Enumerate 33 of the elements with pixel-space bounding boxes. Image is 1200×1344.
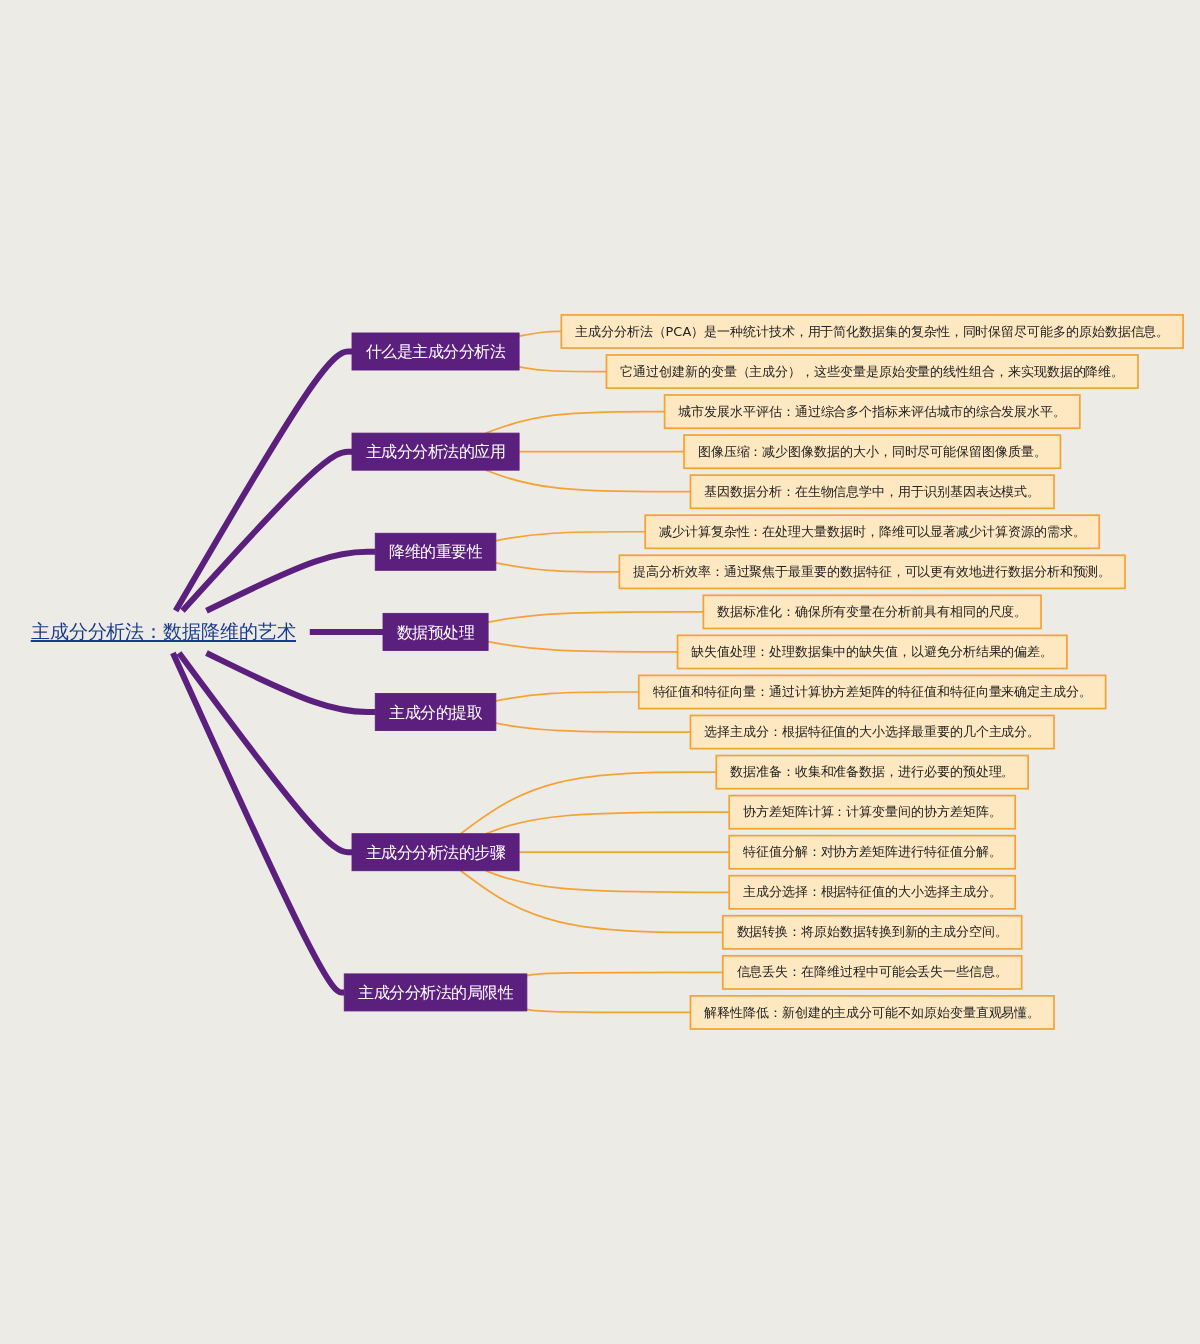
node-box: 特征值和特征向量：通过计算协方差矩阵的特征值和特征向量来确定主成分。 bbox=[637, 674, 1107, 710]
node-box: 数据标准化：确保所有变量在分析前具有相同的尺度。 bbox=[702, 594, 1042, 630]
node-box: 主成分分析法的步骤 bbox=[351, 833, 520, 872]
connector bbox=[180, 448, 352, 613]
node-text: 主成分分析法：数据降维的艺术 bbox=[30, 621, 296, 643]
node-box: 它通过创建新的变量（主成分），这些变量是原始变量的线性组合，来实现数据的降维。 bbox=[605, 354, 1139, 389]
node-box: 数据准备：收集和准备数据，进行必要的预处理。 bbox=[715, 754, 1029, 790]
node-box: 图像压缩：减少图像数据的大小，同时尽可能保留图像质量。 bbox=[683, 434, 1062, 470]
node-box: 主成分的提取 bbox=[374, 693, 497, 731]
node-box: 基因数据分析：在生物信息学中，用于识别基因表达模式。 bbox=[689, 474, 1055, 510]
node-box: 缺失值处理：处理数据集中的缺失值，以避免分析结果的偏差。 bbox=[676, 634, 1068, 670]
connector bbox=[176, 651, 352, 856]
connector bbox=[205, 650, 376, 716]
node-box: 减少计算复杂性：在处理大量数据时，降维可以显著减少计算资源的需求。 bbox=[644, 514, 1101, 550]
node-box: 选择主成分：根据特征值的大小选择最重要的几个主成分。 bbox=[689, 714, 1055, 750]
connector bbox=[205, 548, 376, 614]
node-box: 数据预处理 bbox=[382, 613, 489, 651]
connector bbox=[170, 651, 345, 996]
node-box: 降维的重要性 bbox=[374, 532, 497, 571]
node-box: 什么是主成分分析法 bbox=[351, 332, 520, 371]
node-box: 信息丢失：在降维过程中可能会丢失一些信息。 bbox=[721, 955, 1023, 990]
node-box: 主成分选择：根据特征值的大小选择主成分。 bbox=[728, 874, 1017, 910]
node-box: 主成分分析法（PCA）是一种统计技术，用于简化数据集的复杂性，同时保留尽可能多的原始数据信息。 bbox=[560, 314, 1184, 349]
node-box: 城市发展水平评估：通过综合多个指标来评估城市的综合发展水平。 bbox=[663, 394, 1081, 430]
node-box: 解释性降低：新创建的主成分可能不如原始变量直观易懂。 bbox=[689, 995, 1055, 1030]
node-box: 数据转换：将原始数据转换到新的主成分空间。 bbox=[721, 914, 1023, 950]
connector bbox=[309, 628, 383, 635]
node-box: 提高分析效率：通过聚焦于最重要的数据特征，可以更有效地进行数据分析和预测。 bbox=[618, 554, 1126, 590]
connector bbox=[173, 348, 352, 613]
node-box: 特征值分解：对协方差矩阵进行特征值分解。 bbox=[728, 834, 1017, 870]
node-box: 主成分分析法的应用 bbox=[351, 432, 520, 471]
node-box: 主成分分析法的局限性 bbox=[343, 973, 528, 1012]
node-box: 协方差矩阵计算：计算变量间的协方差矩阵。 bbox=[728, 794, 1017, 830]
